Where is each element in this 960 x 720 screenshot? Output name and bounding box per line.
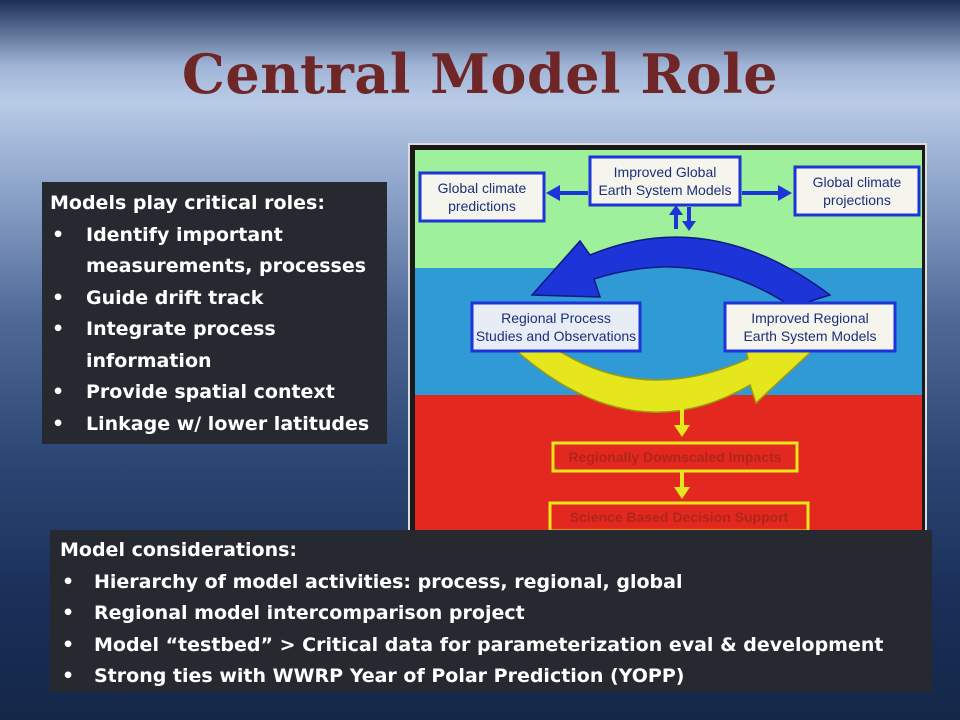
decision-support-label: Science Based Decision Support [570,509,789,525]
global-projections-label-1: Global climate [813,174,902,190]
list-item: Hierarchy of model activities: process, … [60,567,922,599]
global-predictions-label-1: Global climate [438,180,527,196]
list-item: Strong ties with WWRP Year of Polar Pred… [60,661,922,693]
improved-global-label-2: Earth System Models [598,182,731,198]
regional-process-label-2: Studies and Observations [476,328,636,344]
models-roles-panel: Models play critical roles: Identify imp… [42,182,387,444]
list-item: Identify important measurements, process… [50,220,379,283]
up-down-arrows [669,205,696,231]
central-model-diagram: Global climate predictions Improved Glob… [408,143,927,542]
bottom-band [415,395,922,535]
models-roles-list: Identify important measurements, process… [50,220,379,441]
improved-global-label-1: Improved Global [614,164,717,180]
right-arrow [742,185,792,201]
list-item: Integrate process information [50,314,379,377]
downscaled-impacts-node: Regionally Downscaled Impacts [551,441,799,473]
downscaled-impacts-label: Regionally Downscaled Impacts [568,449,781,465]
diagram-canvas: Global climate predictions Improved Glob… [415,150,922,535]
down-arrow-1 [674,407,690,437]
list-item: Regional model intercomparison project [60,598,922,630]
list-item: Provide spatial context [50,377,379,409]
improved-regional-node: Improved Regional Earth System Models [723,301,897,353]
model-considerations-list: Hierarchy of model activities: process, … [60,567,922,693]
yellow-curved-arrow [508,340,814,413]
model-considerations-panel: Model considerations: Hierarchy of model… [50,530,932,692]
down-arrow-2 [674,471,690,499]
models-roles-heading: Models play critical roles: [50,192,325,214]
improved-regional-label-1: Improved Regional [751,310,869,326]
model-considerations-heading: Model considerations: [60,539,297,561]
global-predictions-node: Global climate predictions [418,171,546,223]
left-arrow [546,185,588,201]
blue-curved-arrow [530,236,832,308]
regional-process-node: Regional Process Studies and Observation… [470,301,642,353]
slide-title: Central Model Role [181,42,779,106]
global-projections-node: Global climate projections [793,165,921,217]
improved-regional-label-2: Earth System Models [743,328,876,344]
global-projections-label-2: projections [823,192,891,208]
improved-global-node: Improved Global Earth System Models [588,155,742,207]
list-item: Guide drift track [50,283,379,315]
global-predictions-label-2: predictions [448,198,516,214]
list-item: Model “testbed” > Critical data for para… [60,630,922,662]
list-item: Linkage w/ lower latitudes [50,409,379,441]
regional-process-label-1: Regional Process [501,310,611,326]
